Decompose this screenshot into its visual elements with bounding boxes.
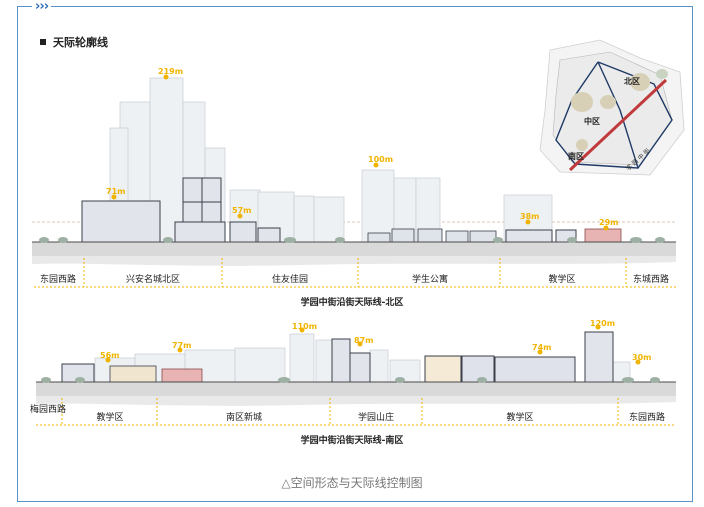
north-skyline xyxy=(32,77,676,266)
north-height-markers: 219m 71m 57m 100m 38m 29m xyxy=(106,67,618,231)
height-label: 30m xyxy=(632,353,651,362)
height-marker-dot xyxy=(537,349,543,355)
zone-label: 住友佳园 xyxy=(272,273,308,285)
zone-label: 教学区 xyxy=(506,411,533,423)
height-marker-dot xyxy=(357,341,363,347)
height-marker-dot xyxy=(635,359,641,365)
height-marker-dot xyxy=(111,194,117,200)
height-label: 110m xyxy=(292,322,317,331)
zone-label: 学园山庄 xyxy=(358,411,394,423)
zone-label: 东城西路 xyxy=(633,273,669,285)
height-label: 100m xyxy=(368,155,393,164)
height-label: 219m xyxy=(158,67,183,76)
height-marker-dot xyxy=(163,74,169,80)
zone-label: 东园西路 xyxy=(629,411,665,423)
chevron-icons: ››› xyxy=(32,0,52,13)
height-label: 57m xyxy=(232,206,251,215)
height-label: 29m xyxy=(599,218,618,227)
section-title-text: 天际轮廓线 xyxy=(53,36,108,49)
north-zone-strip: 东园西路 兴安名城北区 住友佳园 学生公寓 教学区 东城西路 xyxy=(34,258,676,288)
zone-label: 兴安名城北区 xyxy=(126,273,180,285)
map-label: 中区 xyxy=(584,116,600,126)
inset-map: 北区 中区 南区 学 园 中 街 xyxy=(539,39,685,176)
height-marker-dot xyxy=(299,327,305,333)
height-label: 87m xyxy=(354,336,373,345)
height-label: 71m xyxy=(106,187,125,196)
zone-label: 南区新城 xyxy=(226,411,262,423)
height-label: 120m xyxy=(590,319,615,328)
height-label: 74m xyxy=(532,343,551,352)
zone-label: 教学区 xyxy=(548,273,575,285)
height-marker-dot xyxy=(525,219,531,225)
map-label: 南区 xyxy=(568,151,584,161)
height-marker-dot xyxy=(373,162,379,168)
height-label: 38m xyxy=(520,212,539,221)
south-subtitle: 学园中街沿街天际线-南区 xyxy=(300,436,404,446)
height-marker-dot xyxy=(177,347,183,353)
height-label: 77m xyxy=(172,341,191,350)
south-height-markers: 56m 77m 110m 87m 74m 120m 30m xyxy=(100,319,651,365)
height-marker-dot xyxy=(105,357,111,363)
zone-label: 学生公寓 xyxy=(412,273,448,285)
height-marker-dot xyxy=(603,225,609,231)
height-marker-dot xyxy=(595,324,601,330)
bullet-square-icon xyxy=(40,39,46,45)
height-marker-dot xyxy=(237,213,243,219)
map-label: 北区 xyxy=(624,76,640,86)
south-zone-strip: 梅园西路 教学区 南区新城 学园山庄 教学区 东园西路 xyxy=(30,398,676,426)
south-skyline xyxy=(36,331,676,406)
zone-label: 东园西路 xyxy=(40,273,76,285)
figure-caption: △空间形态与天际线控制图 xyxy=(281,476,423,490)
north-subtitle: 学园中街沿街天际线-北区 xyxy=(300,298,404,308)
height-label: 56m xyxy=(100,351,119,360)
section-title: 天际轮廓线 xyxy=(40,34,108,50)
zone-label: 教学区 xyxy=(96,411,123,423)
zone-label: 梅园西路 xyxy=(30,403,66,415)
